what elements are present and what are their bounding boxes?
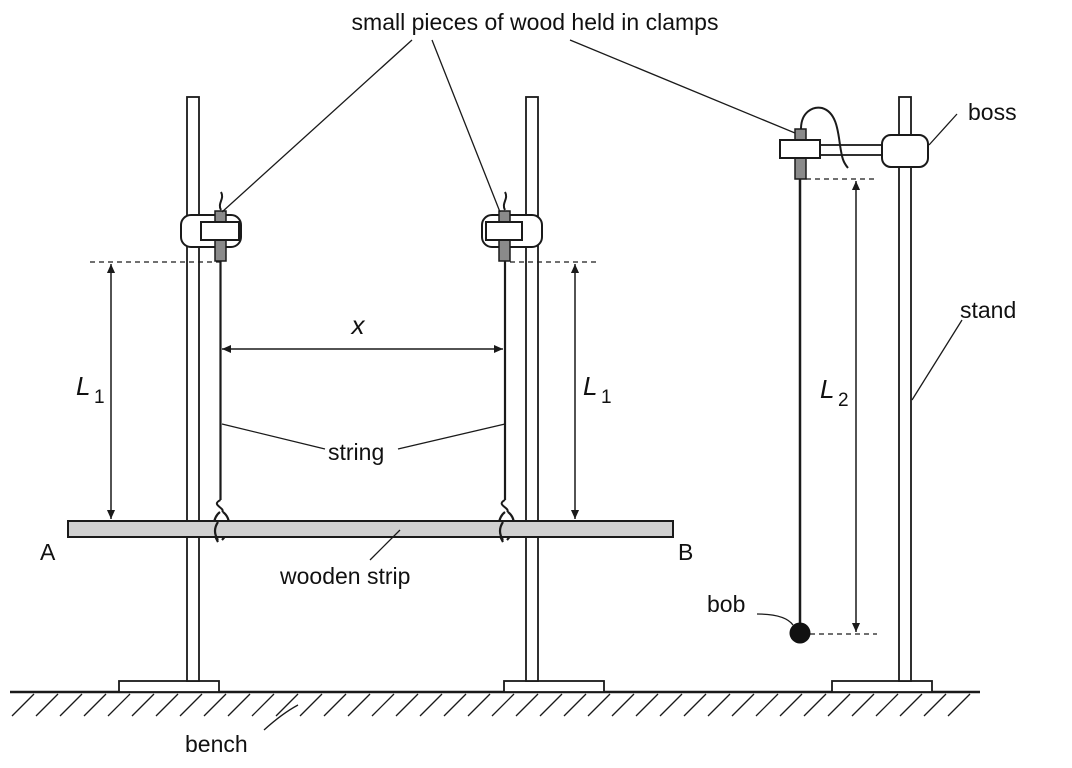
hatch-line (851, 693, 875, 717)
end-a-label: A (40, 539, 56, 565)
hatch-line (515, 693, 539, 717)
hatch-line (35, 693, 59, 717)
hatch-line (131, 693, 155, 717)
hatch-line (299, 693, 323, 717)
hatch-line (611, 693, 635, 717)
hatch-line (155, 693, 179, 717)
hatch-line (203, 693, 227, 717)
hatch-line (539, 693, 563, 717)
bench-hatching (11, 693, 971, 717)
bench (10, 690, 980, 717)
boss (881, 134, 929, 168)
end-b-label: B (678, 539, 693, 565)
hatch-line (59, 693, 83, 717)
hatch-line (899, 693, 923, 717)
string-label: string (328, 439, 384, 465)
hatch-line (827, 693, 851, 717)
hatch-line (683, 693, 707, 717)
dimension-x: x (222, 310, 503, 354)
hatch-line (731, 693, 755, 717)
dimension-l1-left: L 1 (76, 261, 220, 519)
wooden-strip-label: wooden strip (279, 563, 410, 589)
l1-right-subscript: 1 (601, 387, 612, 408)
l1-left-symbol: L (76, 371, 90, 401)
hatch-line (11, 693, 35, 717)
hatch-line (347, 693, 371, 717)
stand-label: stand (960, 297, 1016, 323)
bob-label: bob (707, 591, 745, 617)
hatch-line (755, 693, 779, 717)
hatch-line (659, 693, 683, 717)
hatch-line (323, 693, 347, 717)
hatch-line (275, 693, 299, 717)
hatch-line (251, 693, 275, 717)
wooden-strip (67, 520, 674, 538)
hatch-line (803, 693, 827, 717)
hatch-line (419, 693, 443, 717)
middle-string (497, 261, 515, 543)
hatch-line (563, 693, 587, 717)
hatch-line (467, 693, 491, 717)
boss-label: boss (968, 99, 1017, 125)
clamps-caption: small pieces of wood held in clamps (352, 9, 719, 35)
hatch-line (707, 693, 731, 717)
hatch-line (923, 693, 947, 717)
left-stand (118, 96, 220, 693)
x-label: x (350, 310, 366, 340)
l1-left-subscript: 1 (94, 387, 105, 408)
bob (789, 622, 811, 644)
hatch-line (635, 693, 659, 717)
leader-lines (221, 39, 963, 731)
right-stand (831, 96, 933, 693)
hatch-line (491, 693, 515, 717)
l2-symbol: L (820, 374, 834, 404)
hatch-line (83, 693, 107, 717)
dimension-l2: L 2 (806, 178, 877, 635)
left-clamp (180, 191, 242, 262)
hatch-line (947, 693, 971, 717)
hatch-line (179, 693, 203, 717)
hatch-line (227, 693, 251, 717)
hatch-line (875, 693, 899, 717)
dimension-l1-right: L 1 (510, 261, 612, 519)
l2-subscript: 2 (838, 390, 849, 411)
hatch-line (107, 693, 131, 717)
left-string (212, 261, 230, 543)
l1-right-symbol: L (583, 371, 597, 401)
hatch-line (395, 693, 419, 717)
hatch-line (779, 693, 803, 717)
hatch-line (587, 693, 611, 717)
pendulum-support (779, 106, 929, 180)
hatch-line (443, 693, 467, 717)
hatch-line (371, 693, 395, 717)
bench-label: bench (185, 731, 248, 757)
